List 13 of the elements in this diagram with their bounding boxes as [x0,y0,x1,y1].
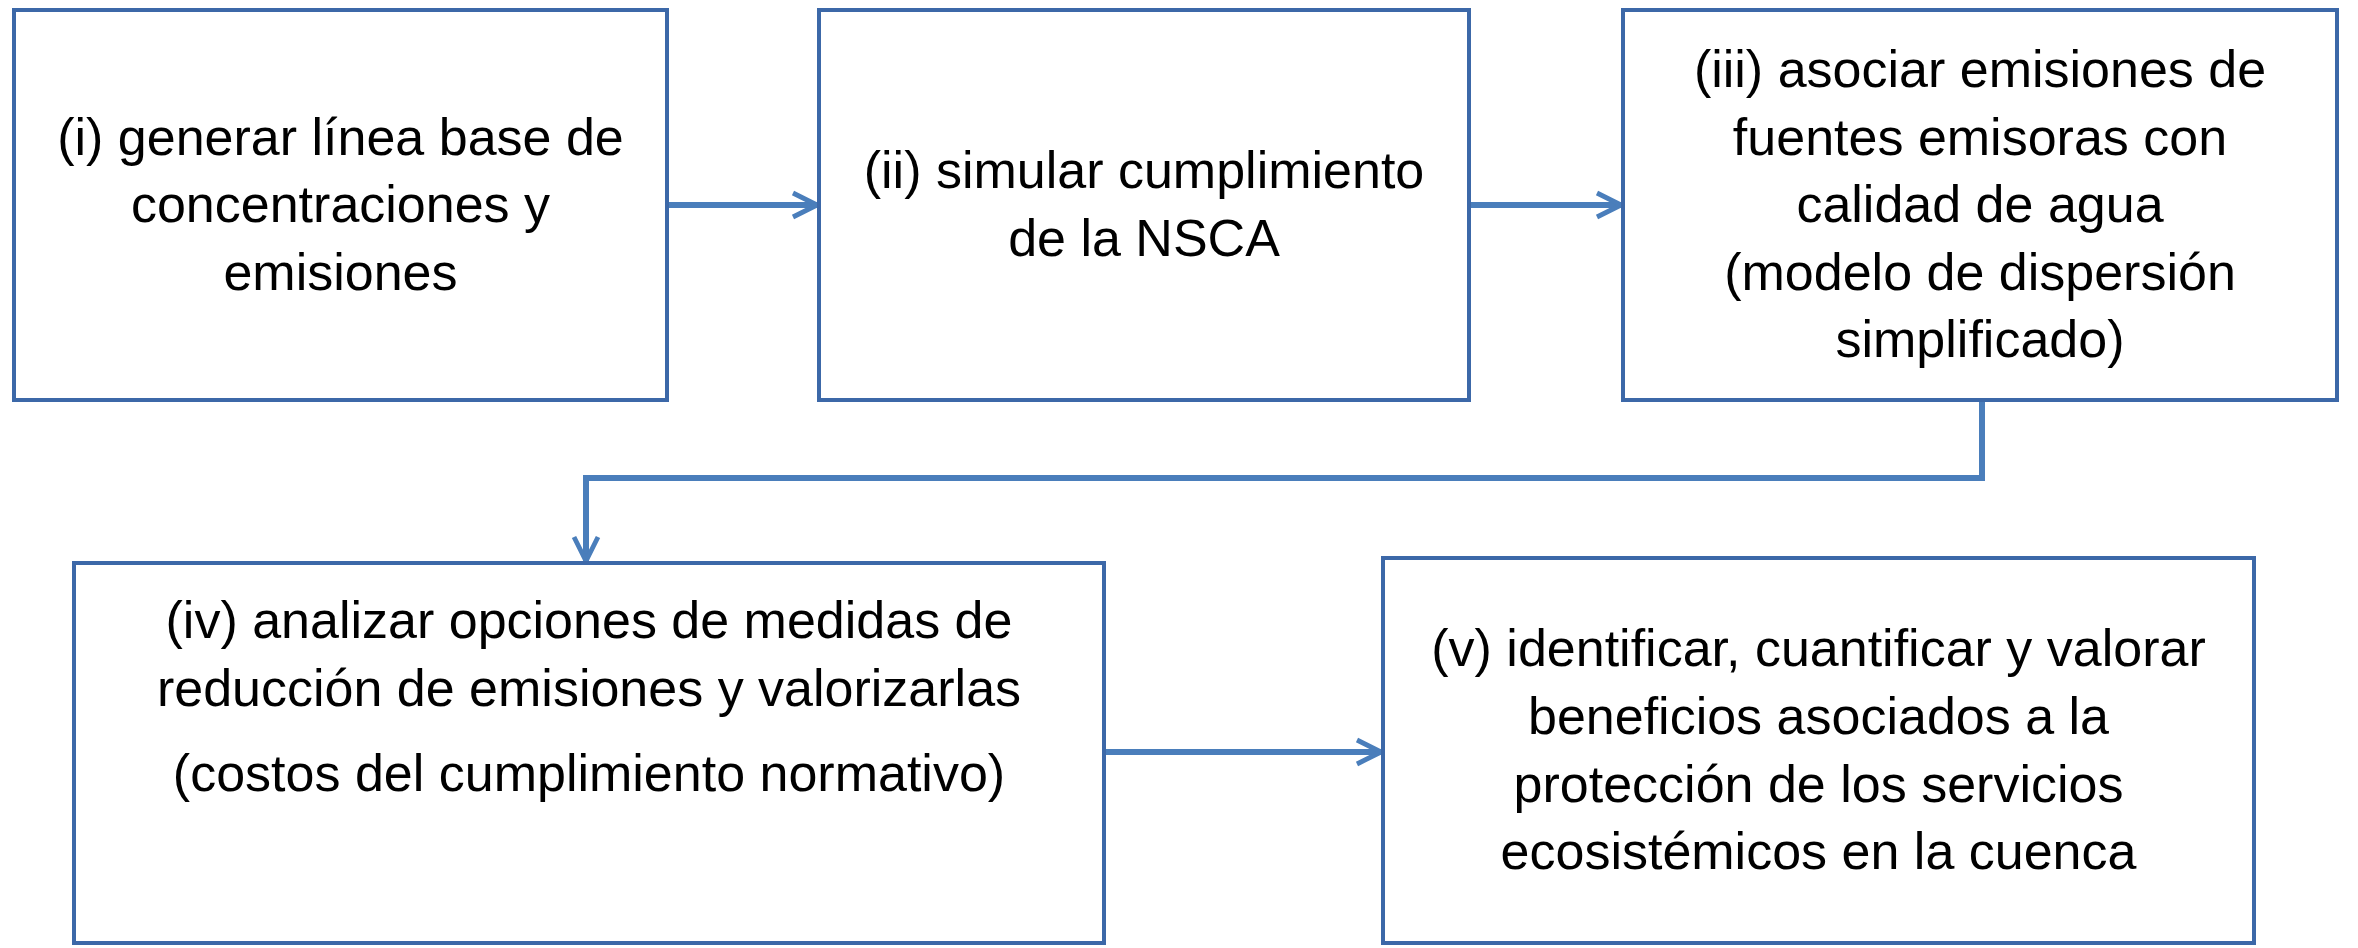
step-text: (i) generar línea base de concentraciones y emisiones [56,106,625,303]
process-box [817,8,1471,402]
step-text: (v) identificar, cuantificar y valorar beneficios asociados a la protección de los servicios ecosistémicos en la cuenca [1430,618,2207,883]
process-box [1381,556,2256,945]
step-text: (modelo de dispersión simplificado) [1723,241,2237,371]
arrow [571,402,1985,564]
process-box [1621,8,2339,402]
process-box [12,8,669,402]
step-text: (ii) simular cumplimiento de la NSCA [862,140,1426,269]
step-text: (costos del cumplimiento normativo) [172,743,1006,805]
step-text: (iii) asociar emisiones de fuentes emisoras con calidad de agua [1692,39,2268,236]
process-box [72,561,1106,945]
step-text: (iv) analizar opciones de medidas de reducción de emisiones y valorizarlas [155,590,1023,719]
